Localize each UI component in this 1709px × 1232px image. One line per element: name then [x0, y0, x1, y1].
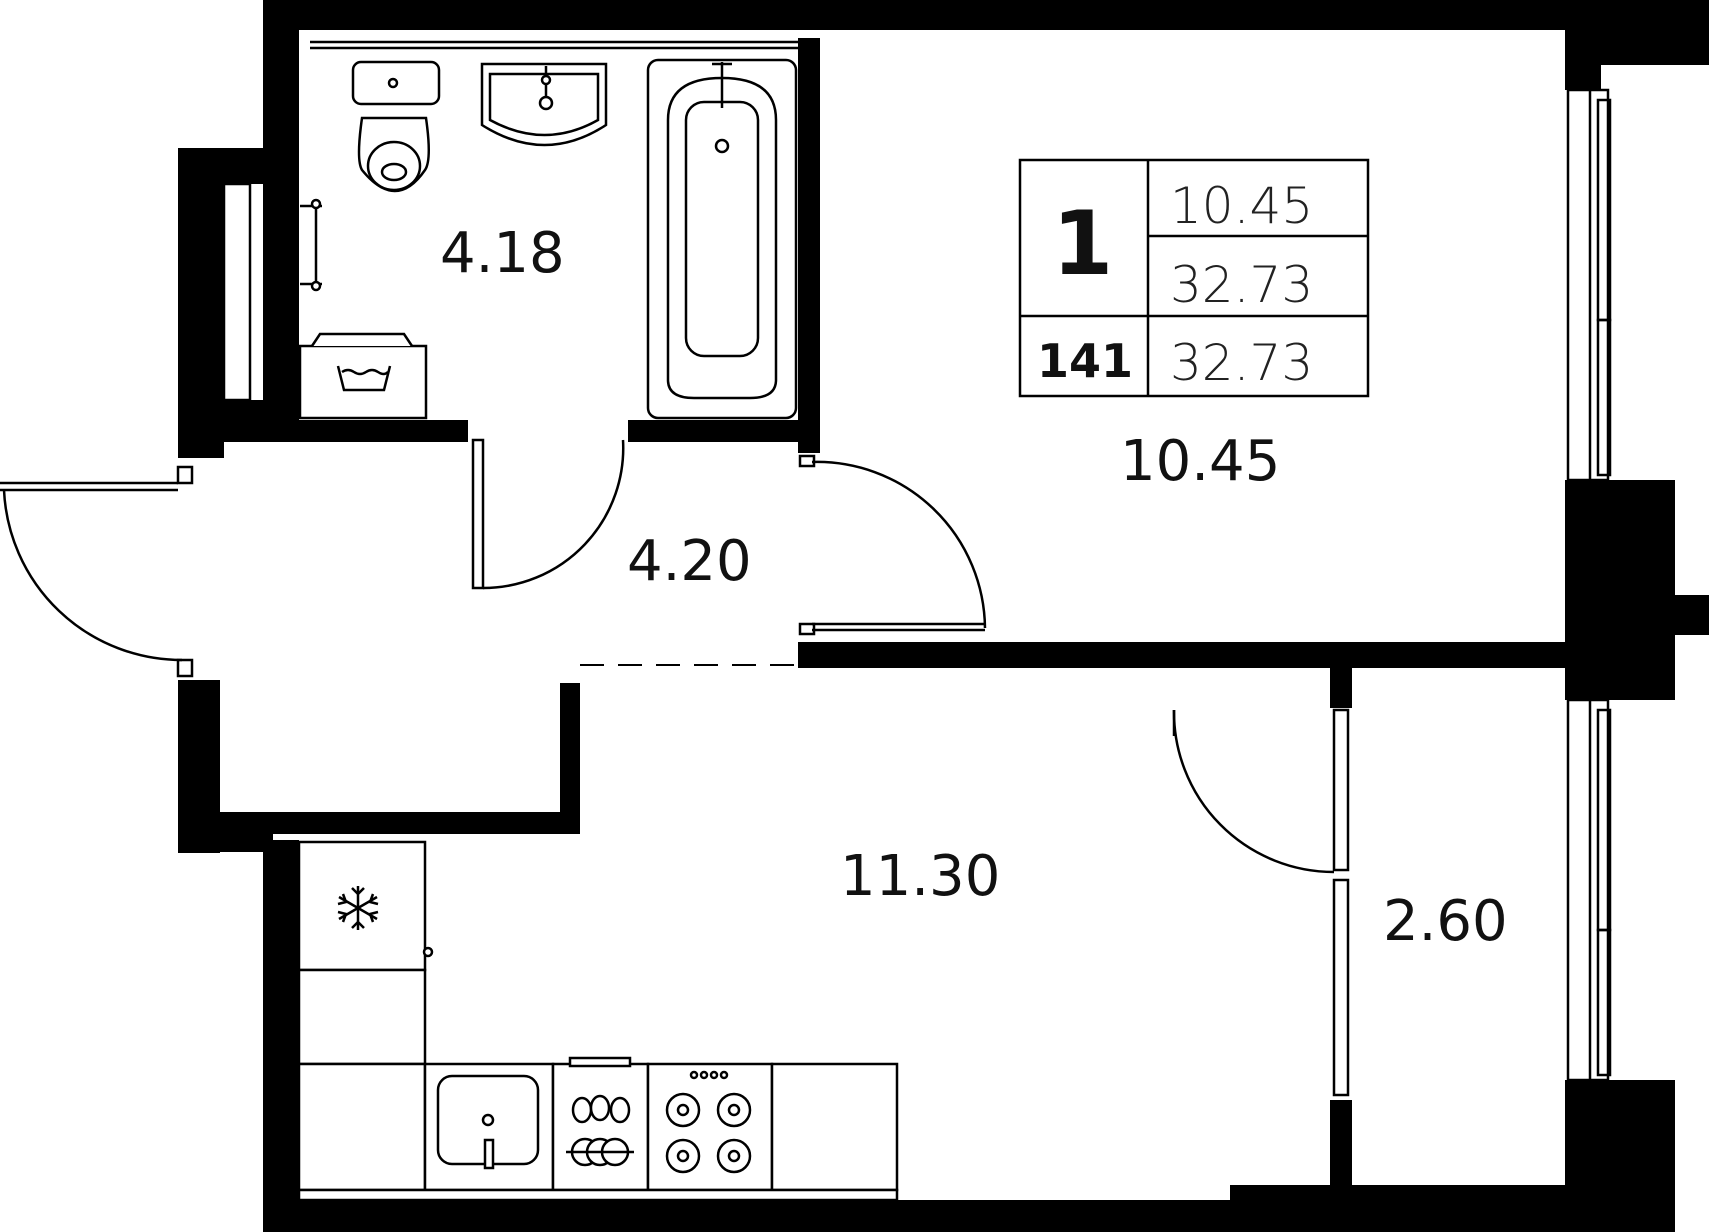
- apartment-number: 141: [1037, 334, 1133, 388]
- bedroom-area-label: 10.45: [1120, 429, 1280, 494]
- hallway-area-label: 4.20: [627, 529, 752, 594]
- balcony-area-label: 2.60: [1383, 889, 1508, 954]
- bathroom-area-label: 4.18: [440, 221, 565, 286]
- washing-machine-icon: [298, 332, 428, 420]
- total-area-with-balcony-value: 32.73: [1170, 334, 1313, 392]
- windows: [222, 40, 1612, 1082]
- stove-icon: [566, 1056, 634, 1167]
- snowflake-icon: [337, 886, 379, 930]
- living-area-value: 10.45: [1170, 177, 1313, 235]
- walls: [178, 0, 1709, 1232]
- towel-rail-icon: [300, 198, 322, 292]
- doors: [0, 438, 1350, 1097]
- kitchen-cabinets: [297, 840, 899, 1202]
- kitchen-area-label: 11.30: [840, 844, 1000, 909]
- toilet-icon: [351, 60, 441, 193]
- rooms-count: 1: [1052, 192, 1113, 295]
- apartment-info-card: 1 141 10.45 32.73 32.73: [1018, 158, 1370, 398]
- total-area-value: 32.73: [1170, 256, 1313, 314]
- bathtub-icon: [646, 58, 798, 420]
- sink-icon: [480, 62, 608, 147]
- kitchen-sink-icon: [436, 1074, 540, 1170]
- cooktop-icon: [665, 1070, 752, 1174]
